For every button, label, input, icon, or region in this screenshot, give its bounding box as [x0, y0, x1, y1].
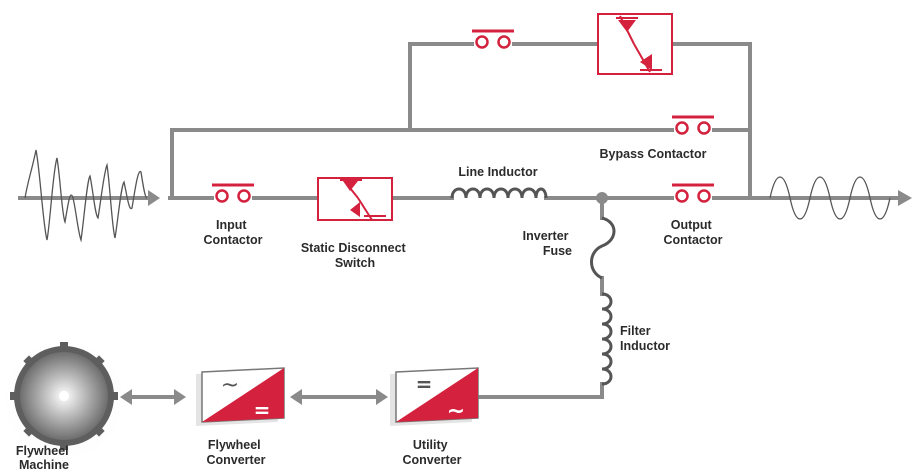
distorted-wave-icon: [24, 149, 148, 243]
double-arrow-icon: [120, 389, 186, 405]
input-contactor-label: Input Contactor: [203, 218, 262, 247]
static-disconnect-switch-label: Static Disconnect Switch: [301, 241, 409, 270]
output-contactor-label: Output Contactor: [663, 218, 722, 247]
input-contactor-icon: [212, 183, 254, 203]
svg-text:~: ~: [221, 373, 239, 398]
flywheel-converter-icon: ~ =: [196, 367, 285, 426]
filter-inductor-icon: [601, 292, 613, 386]
fuse-icon: [590, 216, 616, 280]
output-contactor-icon: [672, 183, 714, 203]
svg-text:=: =: [254, 398, 271, 422]
arrow-right-icon: [898, 190, 912, 206]
filter-inductor-label: Filter Inductor: [620, 324, 670, 353]
double-arrow-icon: [290, 389, 388, 405]
inverter-fuse-label: Inverter Fuse: [523, 229, 572, 258]
static-bypass-switch-icon: [597, 13, 673, 75]
bypass-contactor-icon: [672, 115, 714, 135]
utility-converter-label: Utility Converter: [402, 438, 461, 467]
static-disconnect-switch-icon: [317, 177, 393, 221]
svg-text:=: =: [416, 372, 433, 396]
line-inductor-label: Line Inductor: [458, 165, 537, 179]
flywheel-icon: [0, 334, 130, 466]
bypass-contactor-label: Bypass Contactor: [600, 147, 707, 161]
sine-wave-icon: [769, 176, 891, 220]
utility-converter-icon: = ~: [390, 367, 479, 426]
static-bypass-contactor-icon: [472, 29, 514, 49]
junction-node: [596, 192, 608, 204]
wiring: [18, 42, 898, 399]
flywheel-converter-label: Flywheel Converter: [206, 438, 265, 467]
flywheel-machine-label: Flywheel Machine: [16, 444, 72, 472]
line-inductor-icon: [450, 187, 548, 199]
svg-text:~: ~: [447, 399, 465, 424]
arrow-right-icon: [148, 190, 160, 206]
